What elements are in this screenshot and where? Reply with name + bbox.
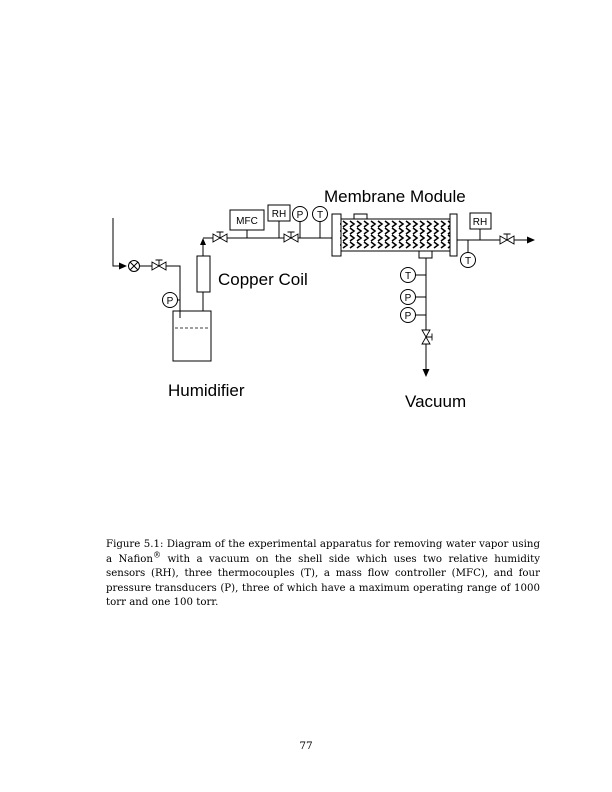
page-number: 77 [299, 740, 313, 752]
membrane-module-label: Membrane Module [324, 187, 466, 206]
feed-line [112, 218, 127, 270]
rh-inlet-label: RH [272, 209, 286, 220]
p-shell-2-label: P [405, 311, 412, 322]
p-humidifier-label: P [167, 296, 174, 307]
valve-icon [499, 233, 515, 245]
humidifier-feed-line [140, 265, 184, 319]
rh-outlet-label: RH [473, 217, 487, 228]
valve-icon [212, 231, 228, 243]
valve-icon [421, 329, 433, 345]
copper-coil [196, 255, 211, 293]
t-outlet-label: T [465, 256, 471, 267]
vacuum-label: Vacuum [405, 392, 466, 411]
copper-coil-label: Copper Coil [218, 270, 308, 289]
mfc-label: MFC [236, 216, 258, 227]
valve-icon [151, 259, 167, 271]
membrane-hatch [340, 234, 450, 242]
valve-icon [283, 231, 299, 243]
registered-mark: ® [153, 550, 161, 560]
figure-caption: Figure 5.1: Diagram of the experimental … [106, 538, 540, 611]
p-inlet-label: P [297, 210, 304, 221]
humidifier-label: Humidifier [168, 381, 245, 400]
p-shell-1-label: P [405, 293, 412, 304]
t-inlet-label: T [317, 210, 323, 221]
membrane-hatch [340, 227, 450, 235]
caption-prefix: Figure 5.1: Diagram of the experimental … [106, 539, 540, 565]
apparatus-diagram: MFC RH P T RH T T P P P Membrane Module … [112, 187, 535, 411]
t-shell-label: T [405, 271, 411, 282]
humidifier-vessel [172, 300, 212, 362]
mixer-icon [128, 260, 140, 272]
membrane-module [331, 213, 458, 259]
caption-suffix: with a vacuum on the shell side which us… [106, 553, 540, 609]
membrane-hatch [340, 241, 450, 249]
membrane-hatch [340, 220, 450, 228]
